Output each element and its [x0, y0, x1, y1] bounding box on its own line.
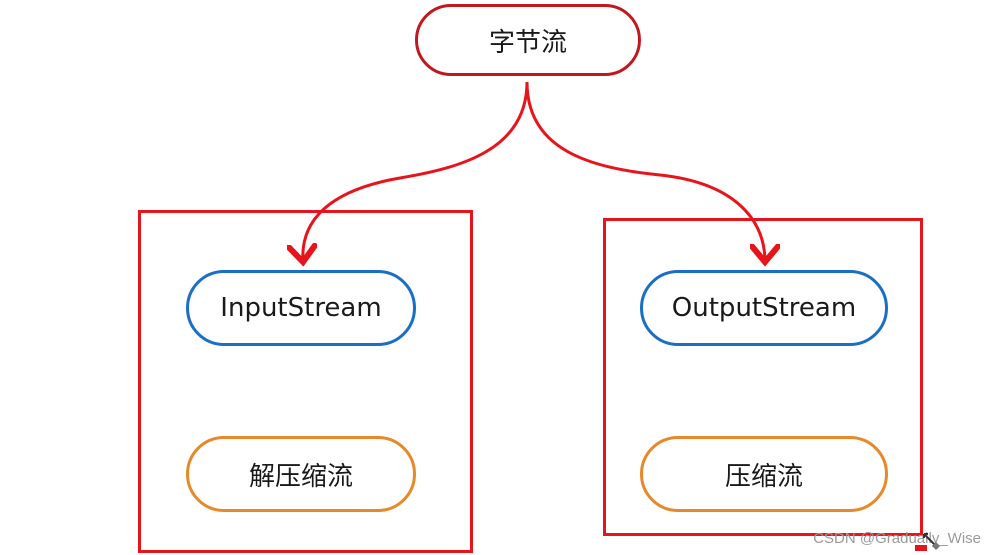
pen-cursor-icon	[923, 533, 940, 550]
watermark-text: CSDN @Gradually_Wise	[813, 530, 981, 547]
decompress-stream-label: 解压缩流	[248, 461, 353, 492]
compress-stream-label: 压缩流	[724, 461, 803, 492]
outputstream-node: OutputStream	[640, 270, 888, 346]
inputstream-node: InputStream	[186, 270, 416, 346]
decompress-stream-node: 解压缩流	[186, 436, 416, 512]
input-group-box	[138, 210, 473, 553]
output-group-box	[603, 218, 923, 536]
corner-mark	[915, 545, 927, 551]
arrow-to-outputstream	[525, 81, 765, 262]
arrow-to-inputstream	[303, 81, 529, 262]
byte-stream-node: 字节流	[415, 4, 641, 76]
inputstream-label: InputStream	[220, 293, 382, 323]
outputstream-label: OutputStream	[671, 293, 857, 323]
compress-stream-node: 压缩流	[640, 436, 888, 512]
byte-stream-label: 字节流	[488, 27, 567, 58]
